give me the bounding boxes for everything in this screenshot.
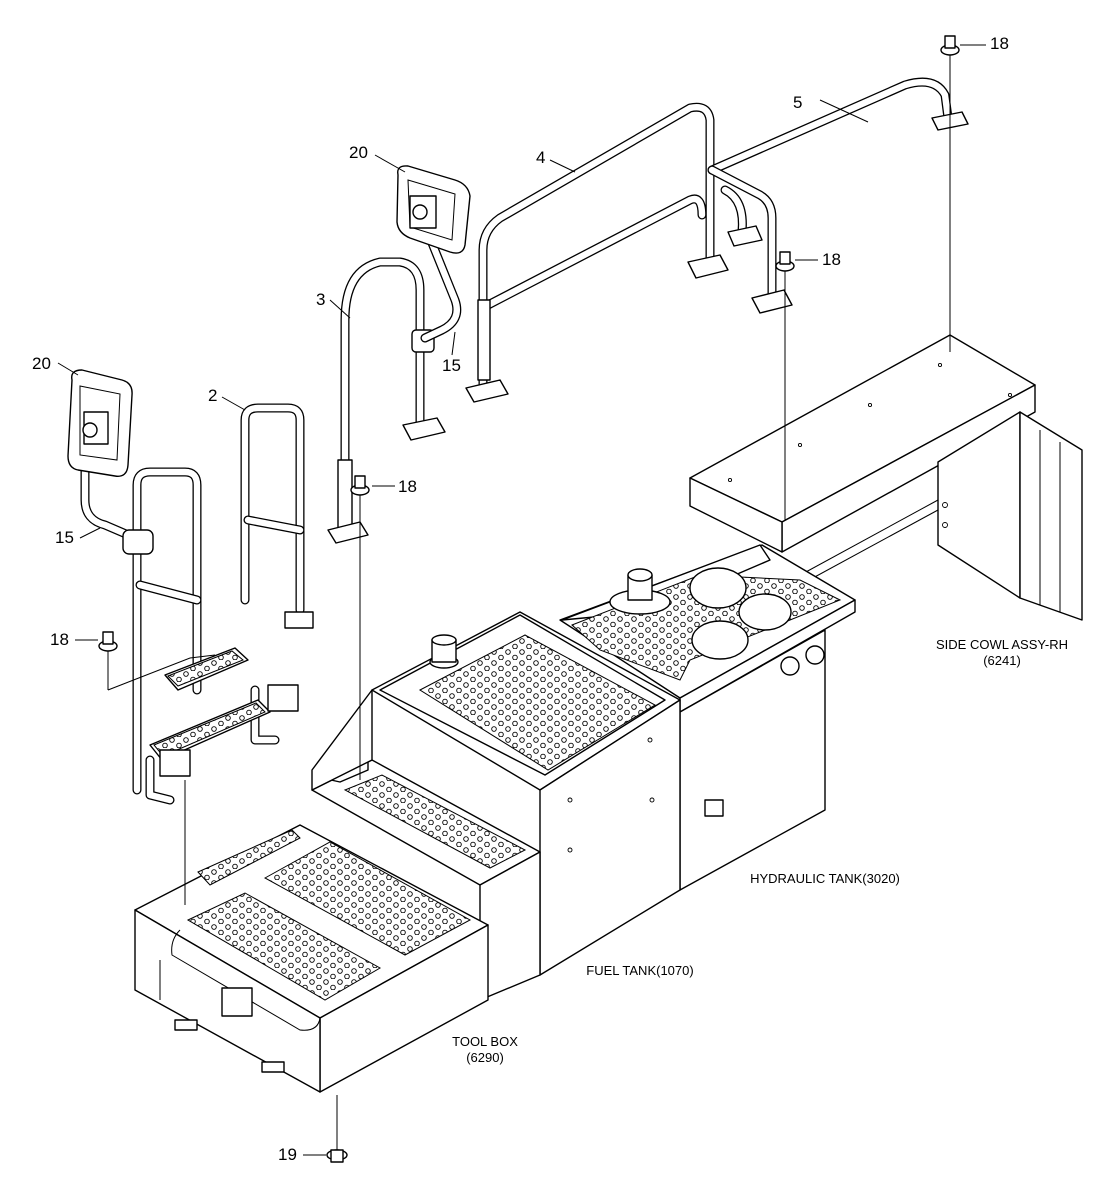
- bolt-18-mid: [350, 475, 370, 508]
- callout-5: 5: [793, 93, 803, 112]
- callout-18-mid: 18: [398, 477, 417, 496]
- left-mirror-assembly: [67, 369, 154, 555]
- tool-box: [134, 824, 489, 1093]
- front-step: [311, 689, 541, 1001]
- bolts: [98, 35, 960, 1163]
- callout-15-left: 15: [55, 528, 74, 547]
- callout-15-upper: 15: [442, 356, 461, 375]
- bolt-18-left: [98, 631, 118, 662]
- label-tool-box-line1: TOOL BOX: [452, 1034, 518, 1049]
- label-side-cowl-line1: SIDE COWL ASSY-RH: [936, 637, 1068, 652]
- label-fuel-tank: FUEL TANK(1070): [560, 963, 720, 979]
- handrail-3: [327, 257, 446, 544]
- label-side-cowl: SIDE COWL ASSY-RH (6241): [912, 637, 1092, 669]
- leader-lines: [57, 44, 986, 1156]
- callout-18-left: 18: [50, 630, 69, 649]
- callout-4: 4: [536, 148, 546, 167]
- callout-2: 2: [208, 386, 218, 405]
- label-side-cowl-line2: (6241): [983, 653, 1021, 668]
- callout-20-upper: 20: [349, 143, 368, 162]
- callout-19: 19: [278, 1145, 297, 1164]
- upper-mirror-assembly: [396, 165, 471, 343]
- side-cowl-assembly: [689, 334, 1083, 621]
- label-hydraulic-tank: HYDRAULIC TANK(3020): [725, 871, 925, 887]
- handrail-5: [707, 77, 969, 314]
- bolt-18-top: [940, 35, 960, 64]
- assembly-lines: [107, 64, 951, 1132]
- callout-20-left: 20: [32, 354, 51, 373]
- ladder-assembly: [107, 403, 314, 805]
- hydraulic-tank: [559, 544, 856, 891]
- label-fuel-tank-line1: FUEL TANK(1070): [586, 963, 694, 978]
- fuel-tank: [371, 611, 681, 976]
- label-tool-box: TOOL BOX (6290): [440, 1034, 530, 1066]
- label-tool-box-line2: (6290): [466, 1050, 504, 1065]
- label-hydraulic-tank-line1: HYDRAULIC TANK(3020): [750, 871, 900, 886]
- callout-18-top: 18: [990, 34, 1009, 53]
- bolt-19: [326, 1132, 348, 1163]
- bolt-18-mid-right: [775, 251, 795, 282]
- handrail-4: [465, 102, 729, 403]
- callout-3: 3: [316, 290, 326, 309]
- callout-18-mid-right: 18: [822, 250, 841, 269]
